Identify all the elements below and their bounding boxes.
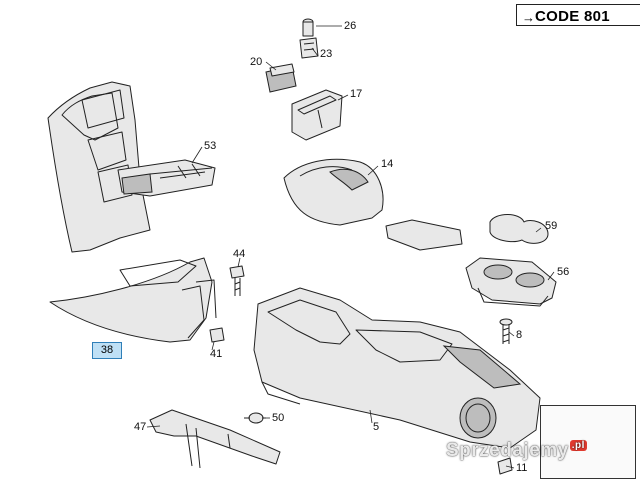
part-label-17: 17 [350,88,363,100]
part-20-drawing [265,63,297,93]
arrow-right-icon: → [522,10,535,25]
part-label-59: 59 [545,220,558,232]
part-label-11: 11 [516,462,528,474]
part-label-50: 50 [272,412,285,424]
part-53-drawing [117,159,216,197]
part-38-drawing [49,257,217,343]
part-44-drawing [229,265,245,296]
part-label-26: 26 [344,20,357,32]
thumbnail-preview[interactable] [540,405,636,479]
part-label-8: 8 [516,329,523,341]
leader-lines [146,25,555,469]
part-label-23: 23 [320,48,333,60]
trim-strip-drawing [385,219,463,251]
part-label-47: 47 [134,421,147,433]
part-5-drawing [253,287,541,449]
part-14-drawing [283,158,384,226]
part-label-44: 44 [233,248,246,260]
watermark-text: Sprzedajemy [446,440,569,461]
part-label-56: 56 [557,266,570,278]
part-8-drawing [499,318,513,344]
watermark: Sprzedajemy.pl [446,440,587,462]
highlighted-part-label-38[interactable]: 38 [92,342,122,359]
part-label-20: 20 [250,56,263,68]
part-41-drawing [209,327,225,343]
part-label-5: 5 [373,421,380,433]
part-59-drawing [489,214,549,244]
code-label-box: → CODE 801 [516,4,640,26]
part-label-14: 14 [381,158,394,170]
part-label-41: 41 [210,348,223,360]
highlighted-part-number: 38 [100,344,114,356]
part-56-drawing [465,257,557,307]
part-11-drawing [497,457,513,475]
dashboard-panel-drawing [47,81,151,253]
part-17-drawing [291,89,343,141]
code-label: CODE 801 [535,8,610,25]
part-47-drawing [149,409,281,469]
watermark-suffix: .pl [569,440,587,451]
part-label-53: 53 [204,140,217,152]
